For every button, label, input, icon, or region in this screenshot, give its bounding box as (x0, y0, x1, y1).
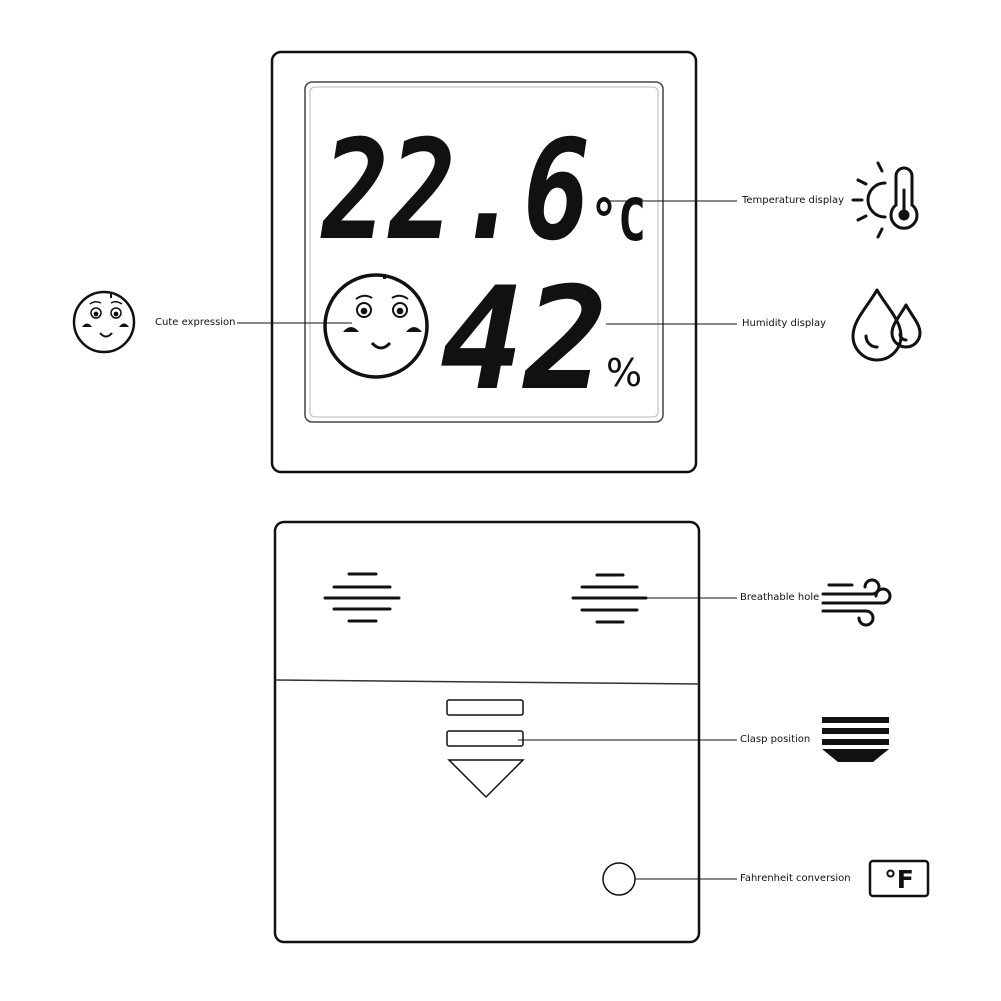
vent-right (571, 573, 648, 624)
lcd-screen-inner (309, 86, 659, 418)
fahrenheit-button[interactable] (602, 862, 636, 896)
clasp (446, 699, 525, 799)
temperature-display-label: Temperature display (742, 195, 845, 206)
fahrenheit-icon: °F (868, 859, 930, 898)
front-leader-lines (237, 200, 737, 325)
humidity-display-label: Humidity display (742, 318, 827, 329)
back-leader-lines (518, 597, 737, 880)
breathable-hole-label: Breathable hole (740, 592, 820, 603)
stacked-arrow-down-icon (822, 717, 889, 762)
water-drops-icon (851, 288, 922, 362)
clasp-position-label: Clasp position (740, 734, 811, 745)
cute-expression-label: Cute expression (155, 317, 236, 328)
lcd-screen-frame (304, 81, 664, 423)
fahrenheit-icon-label: °F (884, 865, 914, 894)
vent-left (323, 572, 401, 623)
sun-thermometer-icon (851, 161, 919, 239)
back-device (273, 520, 701, 944)
back-panel-divider (274, 679, 700, 685)
temperature-unit: °C (590, 186, 646, 254)
lcd-smiley-face (323, 273, 429, 379)
temperature-value: 22.6 (320, 110, 590, 271)
humidity-unit: % (606, 351, 642, 395)
front-device: 22.6 °C 42 % (270, 50, 698, 474)
fahrenheit-conversion-label: Fahrenheit conversion (740, 873, 851, 884)
humidity-value: 42 (440, 257, 608, 422)
wind-icon (821, 578, 892, 627)
smiley-face-icon (72, 290, 136, 354)
